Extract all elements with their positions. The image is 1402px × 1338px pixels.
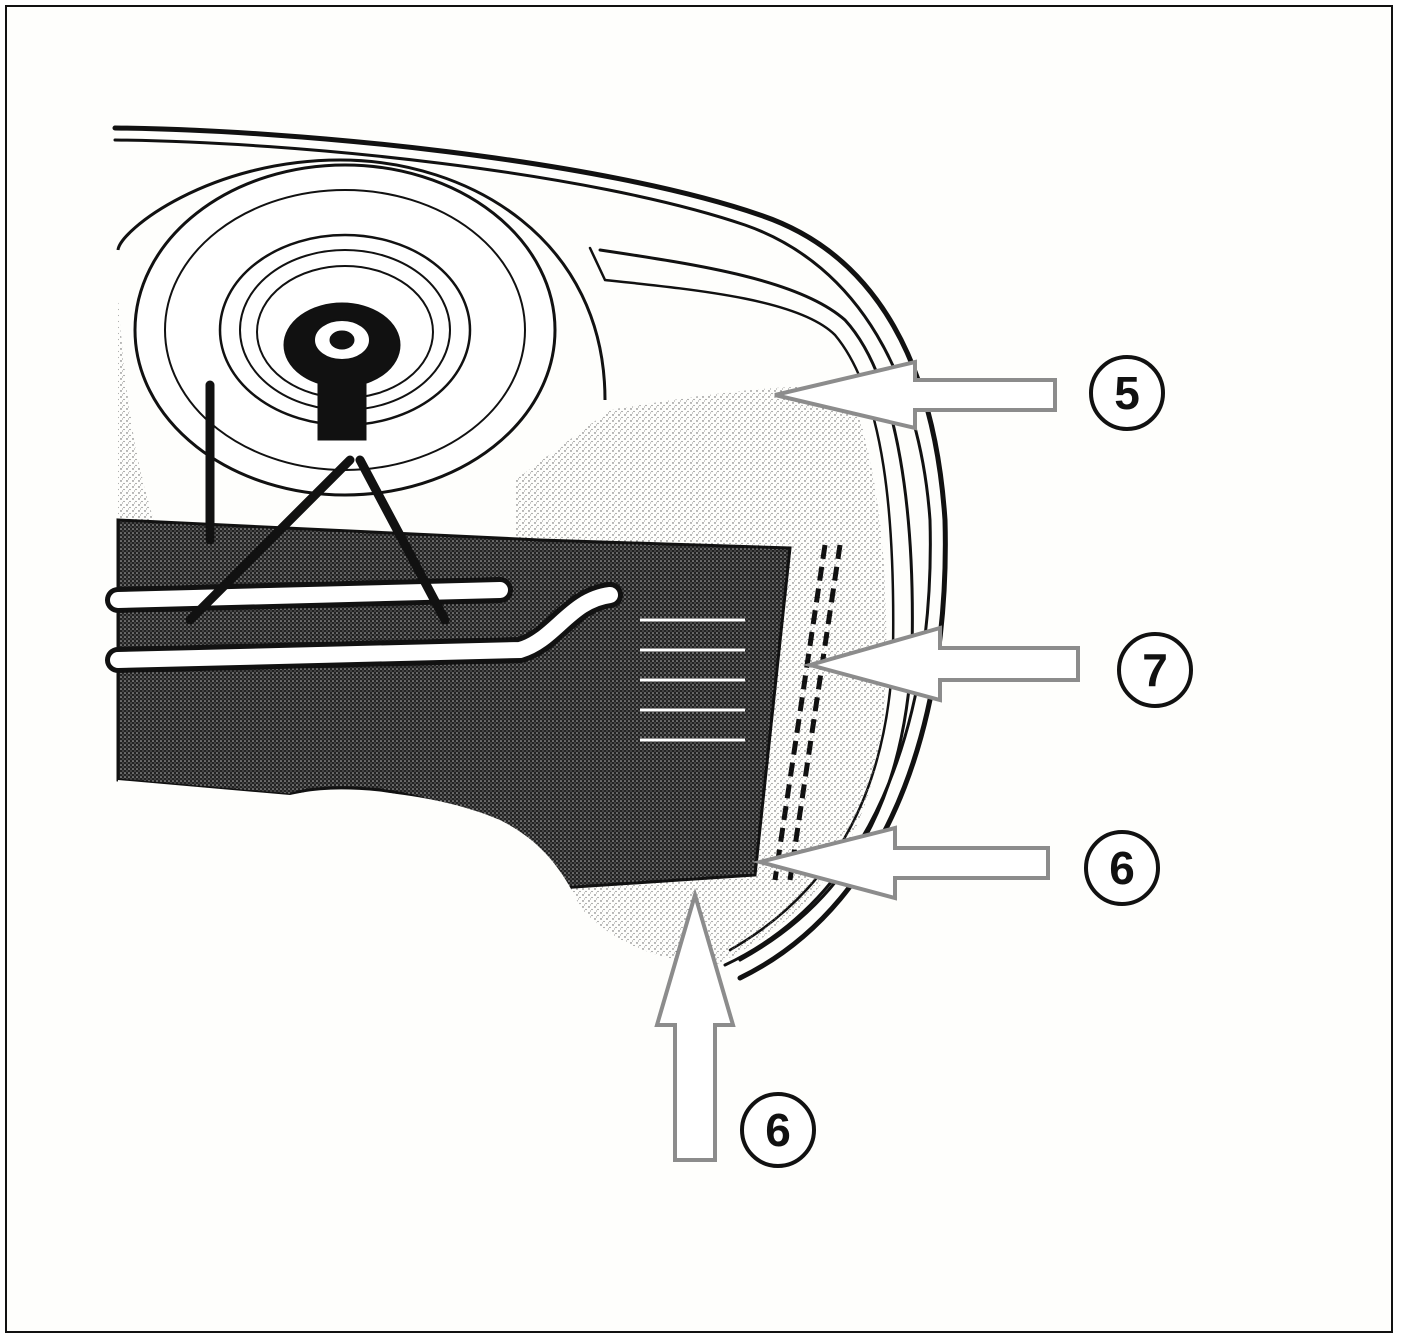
radiator <box>640 618 745 742</box>
callout-5-label: 5 <box>1114 367 1140 419</box>
arrow-6-bottom <box>654 887 736 1162</box>
callout-6-label: 6 <box>1109 842 1135 894</box>
cutaway-white <box>118 780 600 960</box>
callout-arrows <box>654 359 1080 1162</box>
callout-6-bottom-label: 6 <box>765 1104 791 1156</box>
left-stipple <box>118 300 160 560</box>
arrow-5 <box>774 359 1057 431</box>
strut-rods <box>185 380 450 625</box>
spare-wheel <box>116 158 607 497</box>
callout-7-label: 7 <box>1142 644 1168 696</box>
arrow-7 <box>802 625 1080 703</box>
vent-slots <box>772 544 843 881</box>
arrow-6-right <box>752 825 1050 901</box>
fender-outline <box>112 125 948 981</box>
callout-circles <box>740 355 1193 1168</box>
pipes <box>105 577 623 673</box>
inner-panel-stipple <box>515 386 887 965</box>
